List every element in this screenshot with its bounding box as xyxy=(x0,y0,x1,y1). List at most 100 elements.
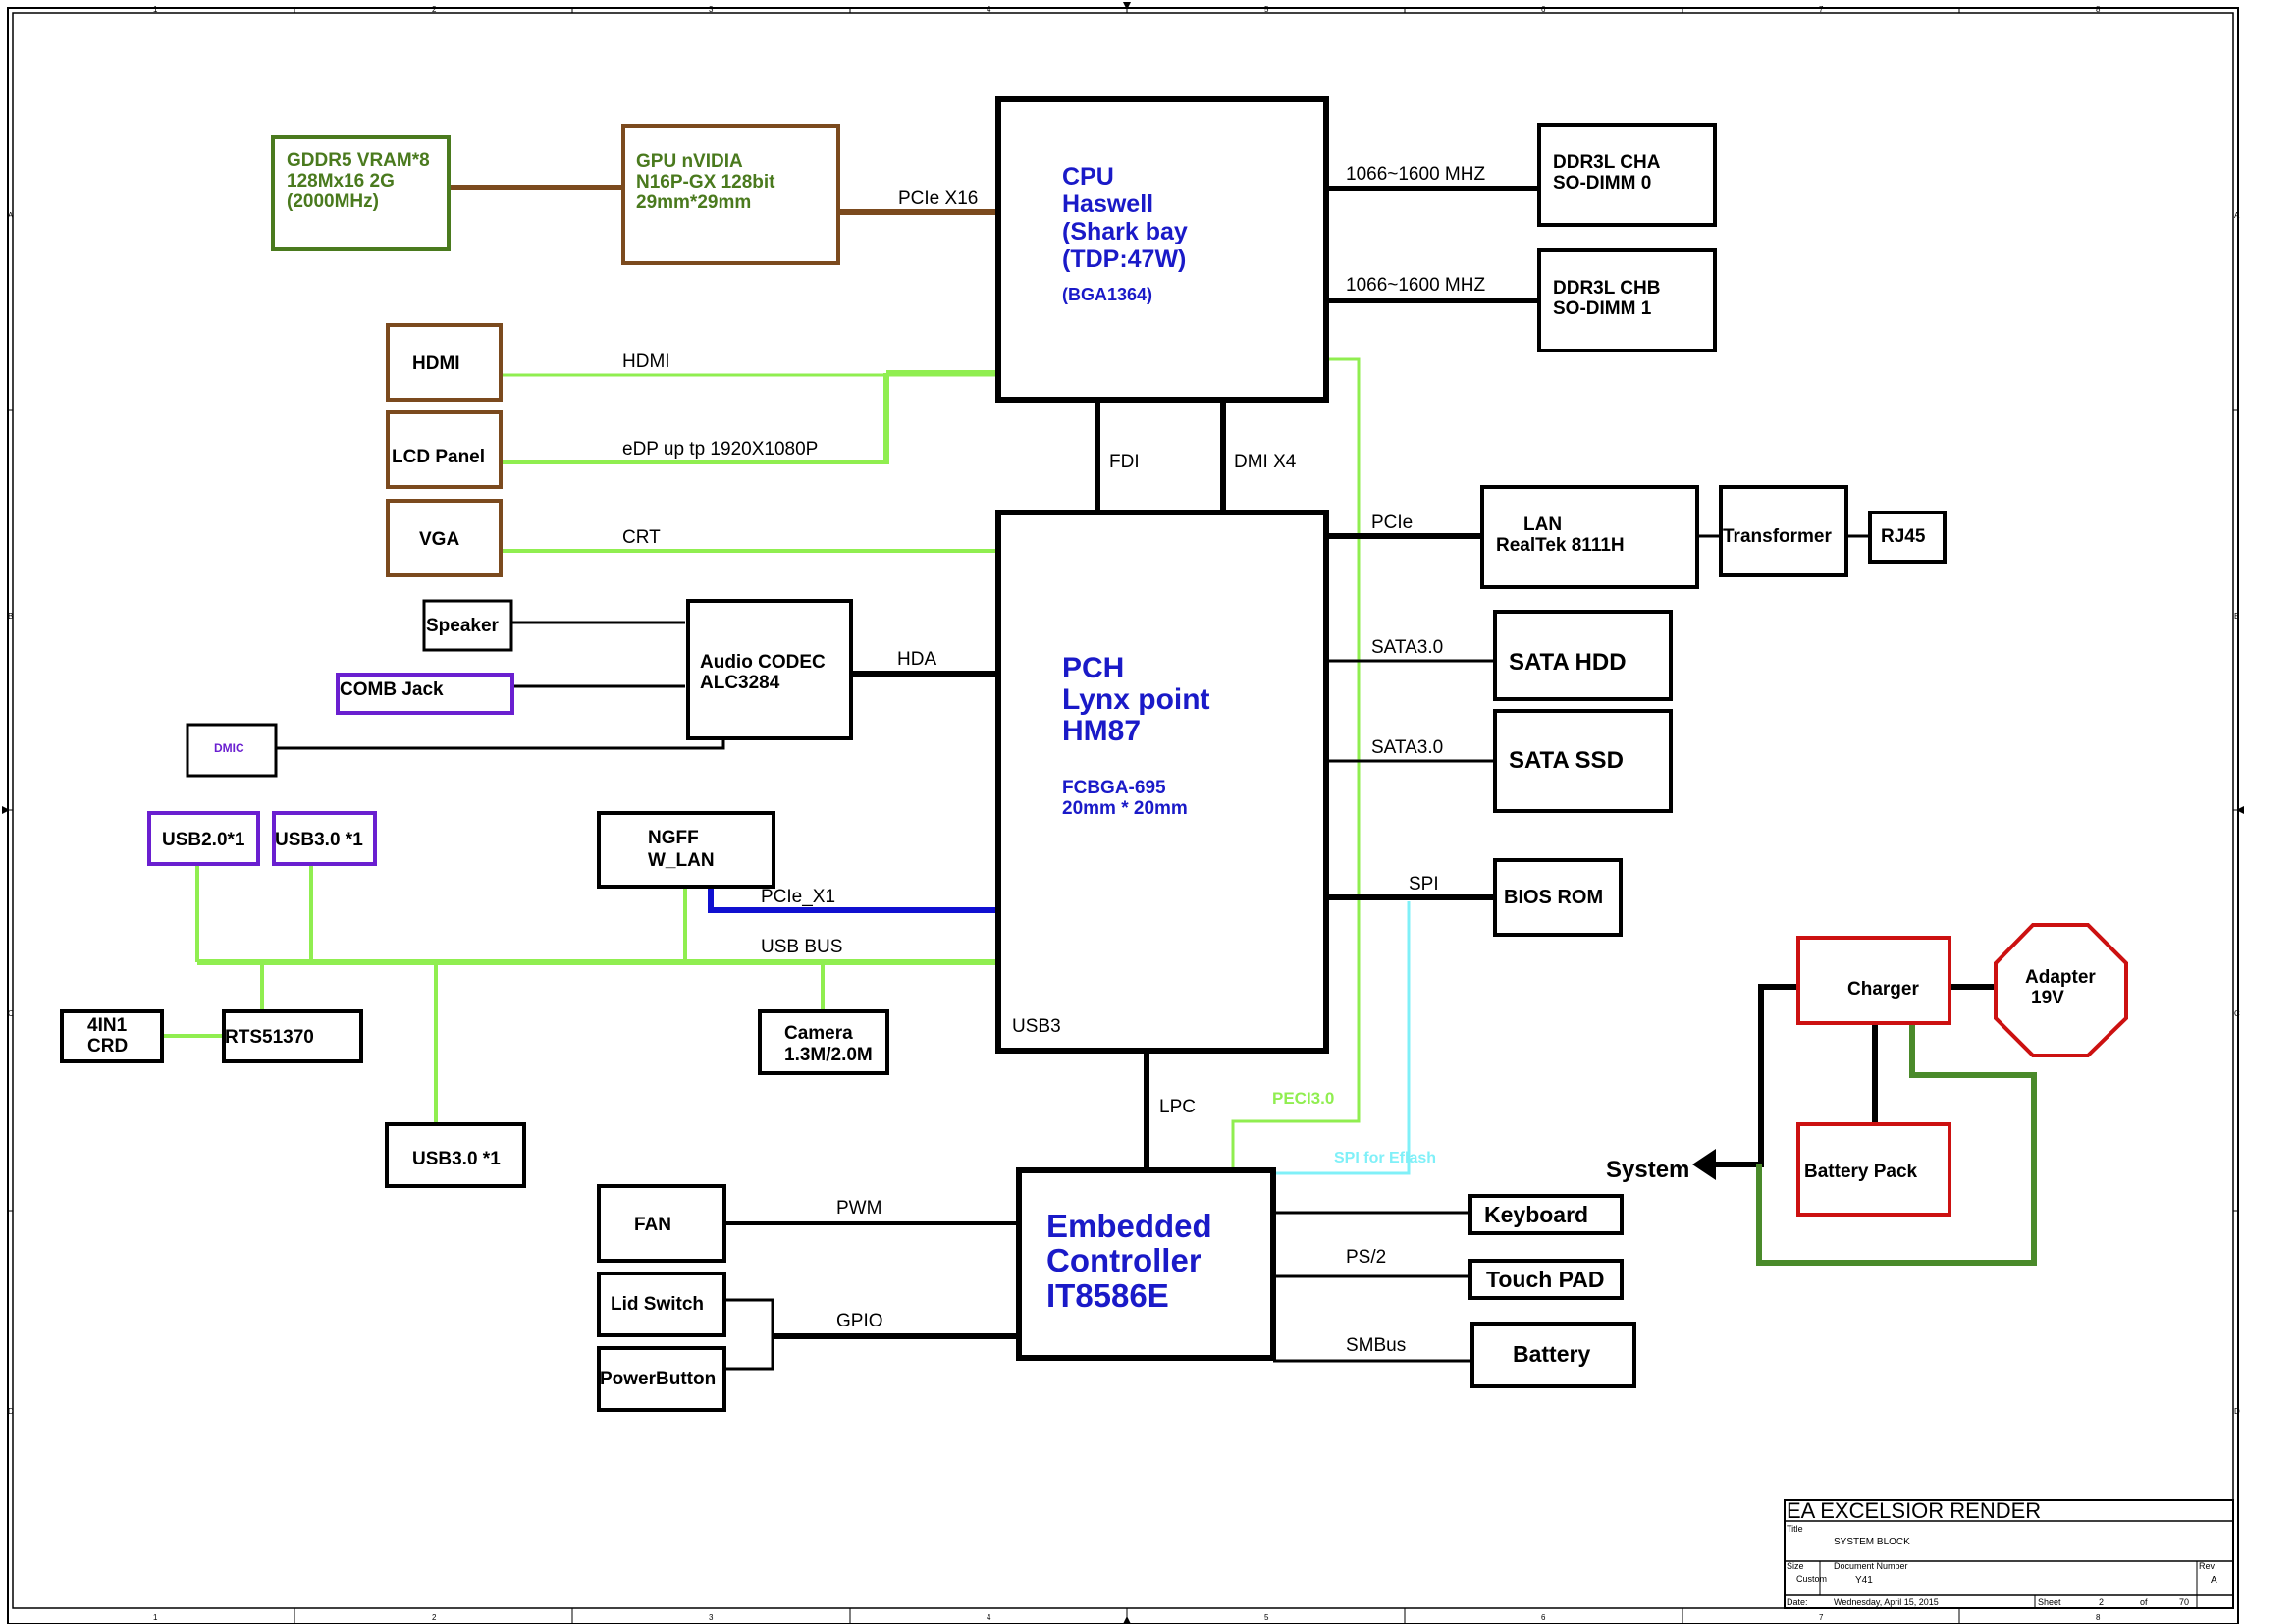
peci-wire xyxy=(1231,357,1361,1170)
comb-jack-label: COMB Jack xyxy=(340,679,444,700)
display-wires xyxy=(500,370,998,553)
camera-line2: 1.3M/2.0M xyxy=(784,1045,873,1065)
hdmi-label: HDMI xyxy=(412,353,460,374)
svg-text:Lynx point: Lynx point xyxy=(1062,683,1210,716)
svg-text:PCH: PCH xyxy=(1062,652,1124,684)
camera-block xyxy=(758,1009,889,1075)
col-label: 8 xyxy=(2096,1613,2101,1622)
svg-text:(2000MHz): (2000MHz) xyxy=(287,191,379,212)
label-usb-bus: USB BUS xyxy=(761,937,842,957)
label-hdmi: HDMI xyxy=(622,352,670,372)
row-label: D xyxy=(8,1407,14,1416)
dmic-wire xyxy=(276,736,725,750)
label-fdi: FDI xyxy=(1109,452,1140,472)
keyboard-label: Keyboard xyxy=(1484,1202,1588,1227)
ddr-a-block xyxy=(1537,123,1717,227)
col-label: 3 xyxy=(709,1613,714,1622)
charger-block xyxy=(1796,936,1951,1025)
vga-block xyxy=(386,499,503,577)
keyboard-block xyxy=(1468,1194,1624,1235)
usb3-port-block xyxy=(272,811,377,866)
label-gpio: GPIO xyxy=(836,1311,883,1331)
label-spi-eflash: SPI for Eflash xyxy=(1334,1150,1436,1166)
size-field-label: Size xyxy=(1787,1561,1804,1571)
label-spi: SPI xyxy=(1409,874,1439,894)
label-pcie-lan: PCIe xyxy=(1371,513,1413,533)
label-hda: HDA xyxy=(897,649,936,670)
lid-switch-label: Lid Switch xyxy=(611,1294,704,1315)
rev-field-label: Rev xyxy=(2199,1561,2216,1571)
bios-rom-label: BIOS ROM xyxy=(1504,887,1603,908)
lcd-block xyxy=(386,410,503,489)
sata-hdd-block xyxy=(1493,610,1673,701)
usb3b-label: USB3.0 *1 xyxy=(412,1149,501,1169)
cpu-text: CPU Haswell (Shark bay (TDP:47W) xyxy=(1062,163,1188,273)
total-sheets: 70 xyxy=(2179,1597,2189,1607)
adapter-path-wire xyxy=(1756,1021,2037,1266)
lid-power-wire xyxy=(724,1298,774,1371)
vga-label: VGA xyxy=(419,529,459,550)
pch-usb3-label: USB3 xyxy=(1012,1016,1061,1037)
label-lpc: LPC xyxy=(1159,1097,1196,1117)
cpu-block xyxy=(995,96,1329,403)
label-mem-a: 1066~1600 MHZ xyxy=(1346,164,1485,185)
ddr-a-line1: DDR3L CHA xyxy=(1553,152,1661,173)
date-value: Wednesday, April 15, 2015 xyxy=(1834,1597,1939,1607)
col-label: 4 xyxy=(987,1613,991,1622)
touchpad-block xyxy=(1468,1259,1624,1300)
col-label: 2 xyxy=(432,1613,437,1622)
card-reader-block xyxy=(60,1009,164,1063)
usb2-label: USB2.0*1 xyxy=(162,830,245,850)
rts-label: RTS51370 xyxy=(225,1027,314,1048)
transformer-block xyxy=(1719,485,1848,577)
row-label: D xyxy=(2234,1407,2240,1416)
svg-text:GPU nVIDIA: GPU nVIDIA xyxy=(636,151,743,172)
label-crt: CRT xyxy=(622,527,661,548)
ec-text: Embedded Controller IT8586E xyxy=(1046,1208,1212,1314)
lan-line1: LAN xyxy=(1523,514,1562,535)
crd-line1: 4IN1 xyxy=(87,1015,128,1036)
lan-block xyxy=(1480,485,1699,589)
row-label: A xyxy=(2234,211,2240,220)
col-label: 6 xyxy=(1541,1613,1546,1622)
system-power-wire xyxy=(1702,984,1798,1167)
col-label: 1 xyxy=(153,1613,158,1622)
svg-text:GDDR5 VRAM*8: GDDR5 VRAM*8 xyxy=(287,150,430,171)
camera-line1: Camera xyxy=(784,1023,853,1044)
label-dmi: DMI X4 xyxy=(1234,452,1297,472)
pch-package-1: FCBGA-695 xyxy=(1062,778,1166,798)
svg-text:Embedded: Embedded xyxy=(1046,1208,1212,1244)
svg-text:Controller: Controller xyxy=(1046,1242,1201,1278)
codec-line2: ALC3284 xyxy=(700,673,780,693)
cpu-package: (BGA1364) xyxy=(1062,285,1152,304)
hdmi-block xyxy=(386,323,503,402)
svg-text:HM87: HM87 xyxy=(1062,715,1141,747)
sata-ssd-block xyxy=(1493,709,1673,813)
label-pcie-x1: PCIe_X1 xyxy=(761,887,835,907)
svg-text:128Mx16 2G: 128Mx16 2G xyxy=(287,171,395,191)
row-label: B xyxy=(8,612,13,621)
docnum-field-label: Document Number xyxy=(1834,1561,1908,1571)
gpu-text: GPU nVIDIA N16P-GX 128bit 29mm*29mm xyxy=(636,151,775,213)
col-label: 7 xyxy=(1819,1613,1824,1622)
ngff-line1: NGFF xyxy=(648,828,699,848)
vram-block xyxy=(271,135,451,251)
vram-text: GDDR5 VRAM*8 128Mx16 2G (2000MHz) xyxy=(287,150,430,212)
codec-line1: Audio CODEC xyxy=(700,652,826,673)
docnum-value: Y41 xyxy=(1855,1575,1873,1586)
gpu-block xyxy=(621,124,840,265)
svg-text:IT8586E: IT8586E xyxy=(1046,1277,1169,1314)
row-label: C xyxy=(2234,1009,2240,1018)
pch-block xyxy=(995,510,1329,1054)
border-labels: 1 2 3 4 5 6 7 8 1 2 3 4 5 6 7 8 A B C D … xyxy=(8,5,2240,1622)
fan-label: FAN xyxy=(634,1215,671,1235)
lid-switch-block xyxy=(597,1272,726,1337)
label-sata1: SATA3.0 xyxy=(1371,637,1443,658)
ddr-a-line2: SO-DIMM 0 xyxy=(1553,173,1651,193)
lcd-label: LCD Panel xyxy=(392,447,485,467)
adapter-line1: Adapter xyxy=(2025,967,2096,988)
usb-bus-wires xyxy=(162,864,998,1124)
fan-block xyxy=(597,1184,726,1263)
system-arrow-icon xyxy=(1692,1149,1716,1180)
